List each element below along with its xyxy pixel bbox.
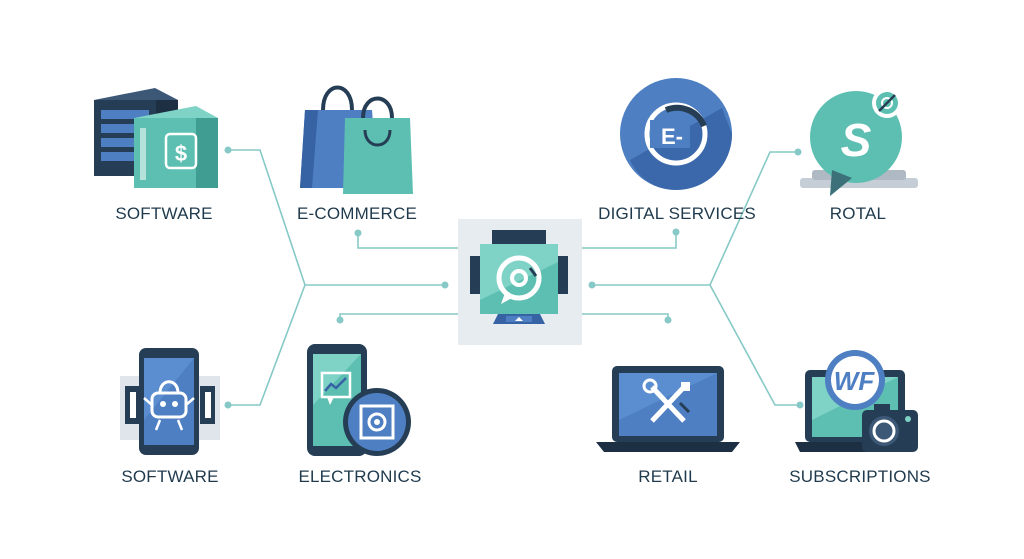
- server-dollar-icon: $: [94, 88, 218, 188]
- phone-chart-icon: [307, 344, 411, 456]
- connector-dot: [336, 316, 344, 324]
- rotal-icon-text: S: [841, 114, 872, 166]
- node-label-software-top: SOFTWARE: [115, 204, 213, 223]
- connector-e-commerce: [357, 233, 458, 249]
- smartphone-robot-icon: [120, 348, 220, 455]
- svg-text:$: $: [175, 141, 187, 166]
- dollar-chat-bubble-icon: S: [800, 88, 918, 196]
- connector-dot: [224, 401, 232, 409]
- connector-subscriptions: [709, 284, 800, 406]
- connector-dot: [441, 281, 449, 289]
- node-label-digital-services: DIGITAL SERVICES: [598, 204, 756, 223]
- shopping-bags-icon: [300, 85, 413, 194]
- node-label-subscriptions: SUBSCRIPTIONS: [789, 467, 931, 486]
- node-label-software-bottom: SOFTWARE: [121, 467, 219, 486]
- subscriptions-icon-text: WF: [834, 366, 876, 396]
- connector-dot: [588, 281, 596, 289]
- node-label-retail: RETAIL: [638, 467, 698, 486]
- digital-services-icon-text: E-: [661, 124, 683, 149]
- connector-dot: [664, 316, 672, 324]
- central-hub-icon: [458, 219, 582, 345]
- laptop-tools-icon: [596, 366, 740, 452]
- connector-rotal: [592, 151, 798, 286]
- connector-dot: [354, 229, 362, 237]
- e-circle-icon: E-: [620, 78, 732, 190]
- connector-software-top: [228, 149, 445, 286]
- node-label-e-commerce: E-COMMERCE: [296, 204, 418, 223]
- connector-digital-services: [582, 232, 677, 249]
- connector-dot: [672, 228, 680, 236]
- connector-dot: [224, 146, 232, 154]
- laptop-camera-icon: WF: [795, 350, 918, 452]
- connector-dot: [796, 401, 804, 409]
- node-label-rotal: ROTAL: [829, 204, 887, 223]
- connector-dot: [794, 148, 802, 156]
- connector-software-bottom: [228, 284, 306, 406]
- node-label-electronics: ELECTRONICS: [298, 467, 422, 486]
